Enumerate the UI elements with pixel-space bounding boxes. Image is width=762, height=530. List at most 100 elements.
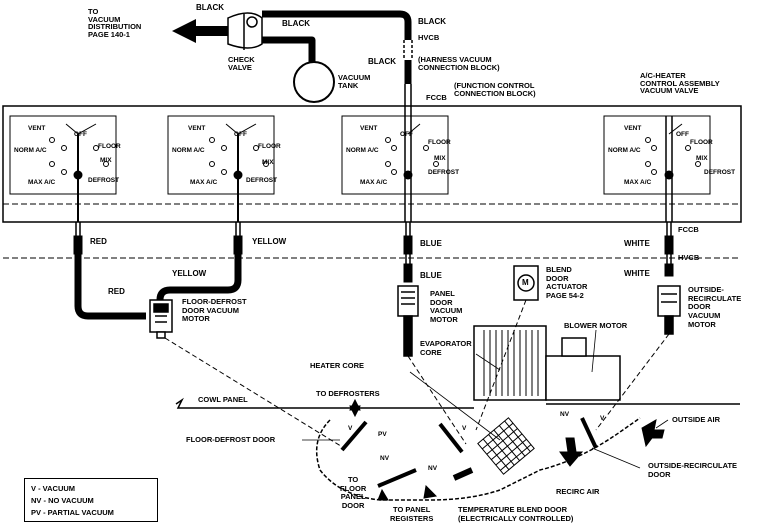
v-mark-2: V: [462, 425, 467, 432]
cowl-panel: [175, 397, 474, 409]
floor-defrost-motor-label: FLOOR-DEFROST DOOR VACUUM MOTOR: [182, 297, 247, 324]
floor-label-3: FLOOR: [428, 139, 451, 146]
legend-no-vacuum: NV - NO VACUUM: [31, 496, 94, 505]
floor-label-4: FLOOR: [690, 139, 713, 146]
black-label-3: BLACK: [418, 17, 446, 26]
floor-label-2: FLOOR: [258, 143, 281, 150]
norm-ac-label-1: NORM A/C: [14, 147, 47, 154]
legend-box: V - VACUUM NV - NO VACUUM PV - PARTIAL V…: [24, 478, 158, 522]
temp-blend-door-label: TEMPERATURE BLEND DOOR (ELECTRICALLY CON…: [458, 505, 574, 523]
norm-ac-label-2: NORM A/C: [172, 147, 205, 154]
blower-motor-label: BLOWER MOTOR: [564, 321, 628, 330]
recirc-air-label: RECIRC AIR: [556, 487, 600, 496]
black-label-2: BLACK: [282, 19, 310, 28]
hvac-housing: [473, 325, 621, 401]
valve-group-1: [9, 115, 117, 222]
black-hoses: [262, 10, 412, 84]
black-label-4: BLACK: [368, 57, 396, 66]
vacuum-tank-label: VACUUM TANK: [338, 73, 371, 90]
evaporator-core-label: EVAPORATOR CORE: [420, 339, 472, 357]
fccb-top-label: FCCB: [426, 93, 447, 102]
leader-lines: [302, 329, 669, 469]
heater-core-label: HEATER CORE: [310, 361, 365, 370]
defrost-label-4: DEFROST: [704, 169, 736, 176]
mix-label-1: MIX: [100, 157, 112, 164]
outside-recirc-door-label: OUTSIDE-RECIRCULATE DOOR: [648, 461, 738, 479]
valve-group-2: [167, 115, 275, 222]
nv-mark-2: NV: [428, 465, 438, 472]
hvcb-top-label: HVCB: [418, 33, 440, 42]
blend-door-actuator: [513, 265, 539, 301]
nv-mark-3: NV: [560, 411, 570, 418]
m-symbol: M: [522, 278, 529, 287]
fccb-mid-label: FCCB: [678, 225, 699, 234]
yellow-lower-label: YELLOW: [172, 269, 207, 278]
cowl-panel-label: COWL PANEL: [198, 395, 248, 404]
v-mark-3: V: [600, 415, 605, 422]
defrost-label-1: DEFROST: [88, 177, 120, 184]
doors: [340, 417, 598, 488]
to-panel-registers-label: TO PANEL REGISTERS: [390, 505, 434, 523]
hvcb-mid-label: HVCB: [678, 253, 700, 262]
outside-recirc-motor-label: OUTSIDE- RECIRCULATE DOOR VACUUM MOTOR: [688, 285, 742, 329]
mix-label-4: MIX: [696, 155, 708, 162]
distribution-arrow: [172, 19, 232, 43]
norm-ac-label-4: NORM A/C: [608, 147, 641, 154]
max-ac-label-4: MAX A/C: [624, 179, 652, 186]
vent-label-1: VENT: [28, 125, 46, 132]
to-defrosters-label: TO DEFROSTERS: [316, 389, 380, 398]
panel-door-motor: [397, 285, 419, 357]
mix-label-2: MIX: [262, 159, 274, 166]
to-floor-panel-door-label: TO FLOOR PANEL DOOR: [340, 475, 367, 510]
valve-group-4: [603, 115, 711, 222]
off-label-4: OFF: [676, 131, 689, 138]
legend-partial-vacuum: PV - PARTIAL VACUUM: [31, 508, 114, 517]
max-ac-label-3: MAX A/C: [360, 179, 388, 186]
function-block-label: (FUNCTION CONTROL CONNECTION BLOCK): [454, 81, 536, 98]
lower-tubes: [73, 235, 674, 283]
nv-mark-1: NV: [380, 455, 390, 462]
harness-block-label: (HARNESS VACUUM CONNECTION BLOCK): [418, 55, 500, 72]
red-label: RED: [90, 237, 107, 246]
off-label-3: OFF: [400, 131, 413, 138]
max-ac-label-1: MAX A/C: [28, 179, 56, 186]
blue-label: BLUE: [420, 239, 442, 248]
vent-label-4: VENT: [624, 125, 642, 132]
off-label-1: OFF: [74, 131, 87, 138]
max-ac-label-2: MAX A/C: [190, 179, 218, 186]
check-valve-label: CHECK VALVE: [228, 55, 255, 72]
mix-label-3: MIX: [434, 155, 446, 162]
legend-vacuum: V - VACUUM: [31, 484, 76, 493]
vacuum-tank: [293, 61, 335, 103]
floor-label-1: FLOOR: [98, 143, 121, 150]
white-lower-label: WHITE: [624, 269, 650, 278]
outside-air-label: OUTSIDE AIR: [672, 415, 721, 424]
ac-heater-label: A/C-HEATER CONTROL ASSEMBLY VACUUM VALVE: [640, 71, 720, 95]
vent-label-2: VENT: [188, 125, 206, 132]
vent-label-3: VENT: [360, 125, 378, 132]
white-label: WHITE: [624, 239, 650, 248]
linkages: [164, 299, 670, 449]
pv-mark: PV: [378, 431, 387, 438]
control-assembly-box: [2, 105, 742, 223]
off-label-2: OFF: [234, 131, 247, 138]
outside-recirc-motor: [657, 285, 681, 335]
panel-door-motor-label: PANEL DOOR VACUUM MOTOR: [430, 289, 463, 324]
check-valve: [227, 12, 263, 50]
to-vacuum-distribution-label: TO VACUUM DISTRIBUTION PAGE 140-1: [88, 7, 142, 39]
blend-door-actuator-label: BLEND DOOR ACTUATOR PAGE 54-2: [546, 265, 588, 300]
black-label-1: BLACK: [196, 3, 224, 12]
airflow-arrows: [349, 398, 665, 501]
floor-defrost-motor: [149, 299, 173, 339]
yellow-label: YELLOW: [252, 237, 287, 246]
blue-lower-label: BLUE: [420, 271, 442, 280]
defrost-label-3: DEFROST: [428, 169, 460, 176]
floor-defrost-door-label: FLOOR-DEFROST DOOR: [186, 435, 276, 444]
red-lower-label: RED: [108, 287, 125, 296]
defrost-label-2: DEFROST: [246, 177, 278, 184]
valve-group-3: [341, 106, 449, 222]
v-mark-1: V: [348, 425, 353, 432]
top-connectors: [403, 40, 413, 106]
